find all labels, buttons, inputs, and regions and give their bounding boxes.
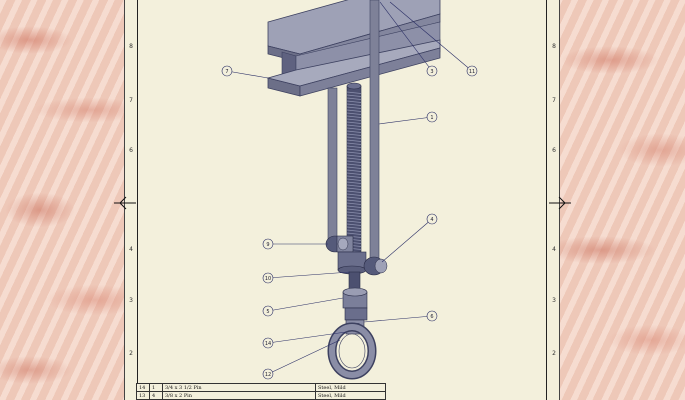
balloon-5: 5 [262,297,344,317]
zone-right-3: 3 [552,297,556,304]
hanger-strap-left [327,87,338,247]
zone-left-7: 7 [129,97,133,104]
balloon-label: 9 [266,242,269,248]
center-mark-left-icon [114,196,136,210]
zone-right-4: 4 [552,246,556,253]
balloon-label: 11 [469,69,475,75]
bom-item: 13 [136,391,150,400]
balloon-7: 7 [221,65,269,79]
zone-right-2: 2 [552,350,556,357]
bill-of-materials-material: Steel, Mild Steel, Mild [316,383,386,400]
balloon-10: 10 [262,271,351,284]
balloon-label: 4 [430,217,433,223]
bom-row: Steel, Mild [316,391,386,400]
bom-row: 14 1 3/4 x 3 1/2 Pin [136,383,316,392]
balloon-9: 9 [262,238,328,250]
bom-row: Steel, Mild [316,383,386,392]
balloon-label: 1 [430,115,433,121]
center-mark-right-icon [549,196,571,210]
zone-left-3: 3 [129,297,133,304]
bom-qty: 4 [149,391,163,400]
zone-right-7: 7 [552,97,556,104]
balloon-11: 11 [389,1,478,77]
bom-qty: 1 [149,383,163,392]
balloon-12: 12 [262,339,341,380]
bom-material: Steel, Mild [316,383,386,392]
bill-of-materials: 14 1 3/4 x 3 1/2 Pin 13 4 3/8 x 2 Pin [136,383,316,400]
drawing-border [137,0,547,400]
balloon-6: 6 [363,310,438,323]
zone-left-6: 6 [129,147,133,154]
balloon-label: 10 [265,276,271,282]
i-beam [266,0,441,97]
balloon-label: 6 [430,314,433,320]
clevis-pin-upper [325,235,354,253]
bom-material: Steel, Mild [316,391,386,400]
balloon-3: 3 [379,1,438,77]
zone-left-4: 4 [129,246,133,253]
balloon-label: 12 [265,372,271,378]
bom-description: 3/8 x 2 Pin [162,391,316,400]
balloon-label: 7 [225,69,228,75]
zone-left-8: 8 [129,43,133,50]
threaded-rod [346,82,362,267]
balloon-label: 14 [265,341,271,347]
zone-left-2: 2 [129,350,133,357]
clevis-pin-lower [363,256,388,276]
balloon-label: 5 [266,309,269,315]
swivel-nut [337,251,367,275]
hanger-strap-right [369,0,380,263]
lifting-eye [327,322,377,380]
zone-right-6: 6 [552,147,556,154]
bom-description: 3/4 x 3 1/2 Pin [162,383,316,392]
zone-right-8: 8 [552,43,556,50]
balloon-14: 14 [262,331,347,349]
bom-item: 14 [136,383,150,392]
bom-row: 13 4 3/8 x 2 Pin [136,391,316,400]
balloon-4: 4 [381,213,438,263]
balloon-label: 3 [430,69,433,75]
balloon-1: 1 [378,111,438,125]
